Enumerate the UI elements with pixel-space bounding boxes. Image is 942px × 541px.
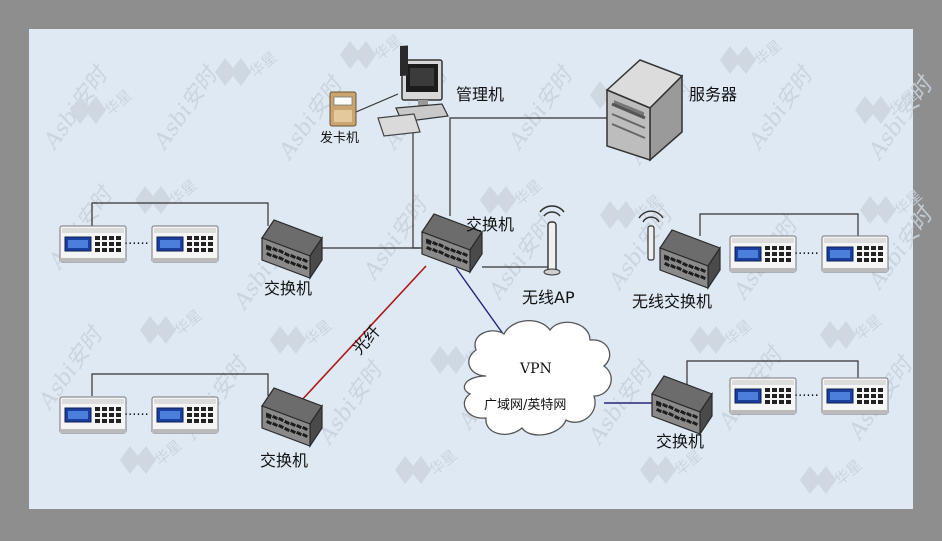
core-switch-label: 交换机: [466, 215, 514, 234]
terminal-ellipsis: ······: [124, 408, 149, 423]
fiber-link: [299, 265, 427, 403]
terminal-icon: [151, 225, 219, 263]
terminal-ellipsis: ······: [124, 237, 149, 252]
terminal-icon: [59, 225, 127, 263]
server-icon: [605, 59, 684, 162]
management-pc-label: 管理机: [456, 85, 504, 104]
terminal-icon: [821, 235, 889, 273]
wireless-switch-label: 无线交换机: [632, 292, 712, 311]
wireless-switch-antenna-icon: [638, 210, 664, 261]
right-switch-bottom-label: 交换机: [656, 432, 704, 451]
connection-lines: [91, 93, 859, 396]
wireless-ap-icon: [539, 205, 565, 276]
server-label: 服务器: [689, 85, 737, 104]
management-pc-icon: [377, 45, 449, 137]
vpn-cloud-icon: [463, 320, 612, 436]
left-switch-top-label: 交换机: [264, 279, 312, 298]
terminal-ellipsis: ······: [794, 247, 819, 262]
terminal-icon: [729, 377, 797, 415]
terminal-icon: [59, 396, 127, 434]
card-issuer-icon: [329, 91, 357, 127]
vpn-label: VPN: [519, 361, 552, 377]
wireless-ap-label: 无线AP: [522, 288, 575, 307]
card-issuer-label: 发卡机: [320, 130, 359, 146]
terminal-icon: [729, 235, 797, 273]
terminal-icon: [151, 396, 219, 434]
terminal-icon: [821, 377, 889, 415]
left-switch-bottom-label: 交换机: [260, 451, 308, 470]
terminal-ellipsis: ······: [794, 389, 819, 404]
wan-internet-label: 广域网/英特网: [484, 398, 566, 413]
